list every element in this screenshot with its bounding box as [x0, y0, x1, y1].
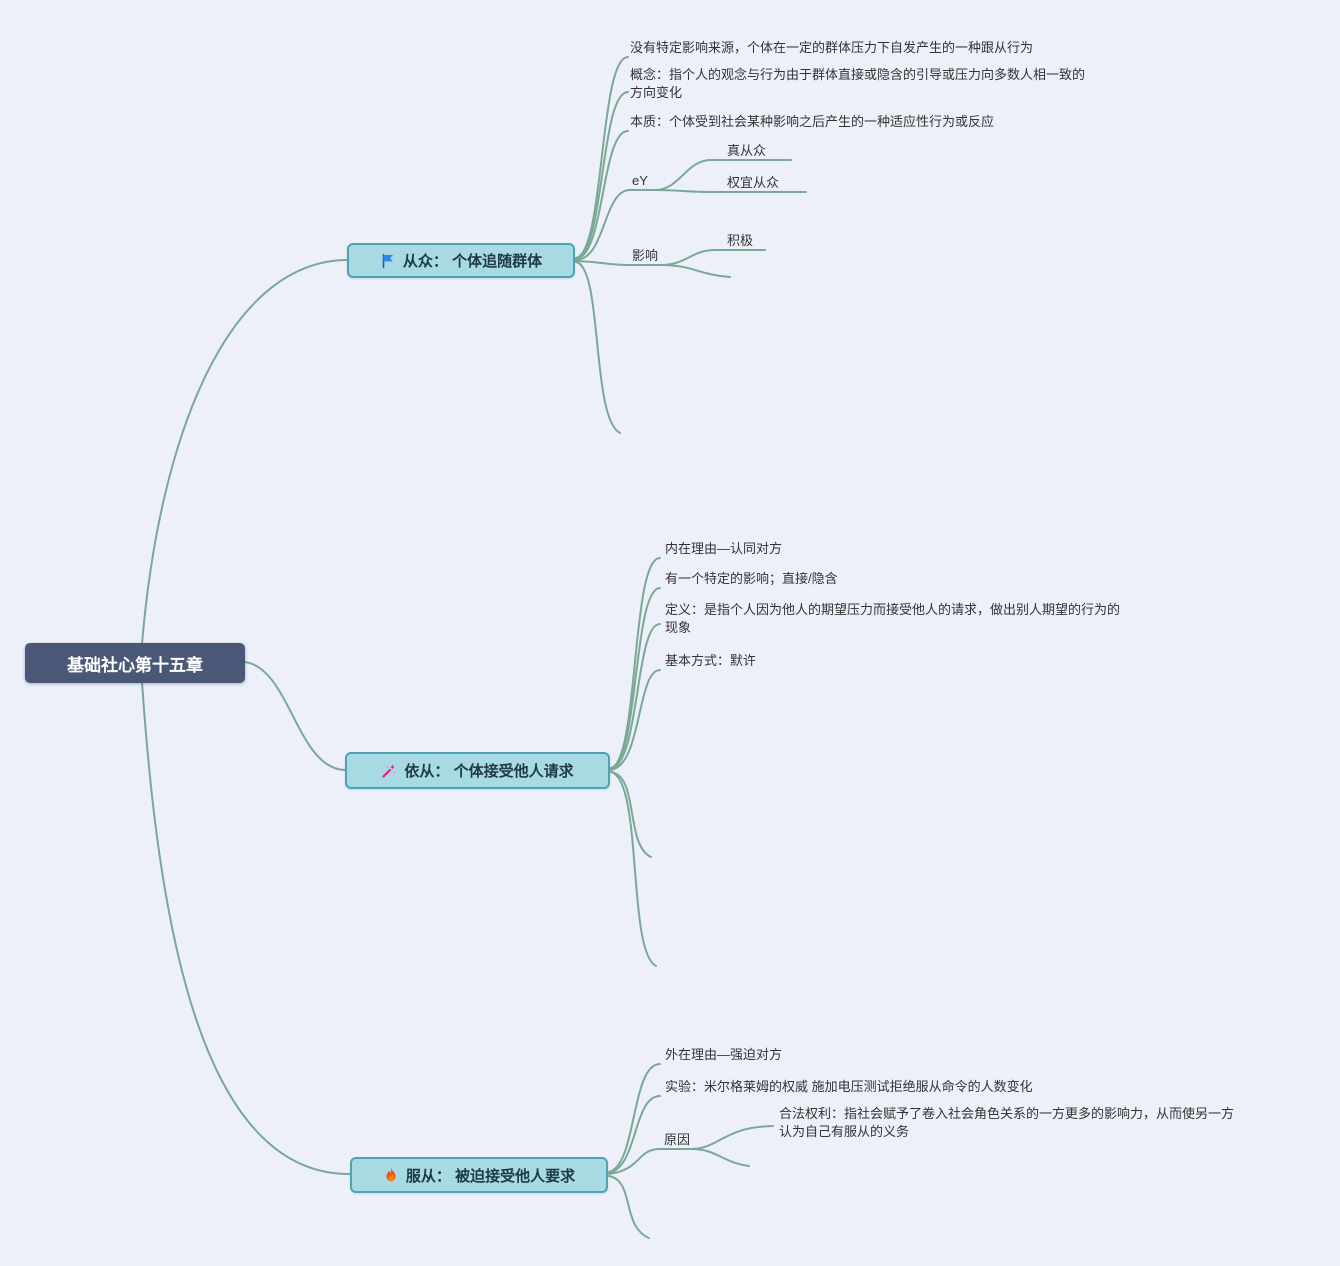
root-label: 基础社心第十五章: [67, 655, 203, 675]
link-obedience-external: [608, 1063, 661, 1173]
link-obedience-experiment: [608, 1095, 661, 1174]
note-compliance-specific-influence[interactable]: 有一个特定的影响；直接/隐含: [665, 571, 838, 586]
note-compliance-basic-way[interactable]: 基本方式：默许: [665, 653, 757, 668]
link-conformity-influence: [575, 260, 662, 266]
topic-conformity-label: 从众： 个体追随群体: [402, 253, 543, 270]
link-compliance-empty-2: [610, 771, 657, 967]
link-compliance-definition: [610, 623, 661, 770]
link-influence-empty: [660, 264, 731, 278]
node-reason[interactable]: 原因: [664, 1132, 691, 1147]
flag-icon: [382, 253, 393, 268]
note-obedience-experiment[interactable]: 实验：米尔格莱姆的权威 施加电压测试拒绝服从命令的人数变化: [665, 1079, 1033, 1094]
link-obedience-empty: [608, 1175, 650, 1239]
root-node[interactable]: 基础社心第十五章: [25, 643, 245, 683]
node-true-conformity[interactable]: 真从众: [727, 143, 767, 158]
node-positive[interactable]: 积极: [727, 233, 754, 248]
note-compliance-internal-reason[interactable]: 内在理由—认同对方: [665, 541, 783, 556]
note-conformity-source[interactable]: 没有特定影响来源，个体在一定的群体压力下自发产生的一种跟从行为: [630, 40, 1034, 55]
link-compliance-way: [610, 669, 661, 771]
link-compliance-influence: [610, 587, 661, 769]
node-influence[interactable]: 影响: [632, 248, 659, 263]
link-influence-positive: [660, 249, 766, 266]
topic-conformity[interactable]: 从众： 个体追随群体: [347, 243, 575, 278]
topic-compliance-label: 依从： 个体接受他人请求: [404, 763, 574, 780]
note-compliance-definition[interactable]: 定义：是指个人因为他人的期望压力而接受他人的请求，做出别人期望的行为的现象: [665, 602, 1121, 635]
link-reason-empty: [690, 1148, 750, 1167]
link-compliance-internal: [610, 557, 661, 769]
note-conformity-essence[interactable]: 本质：个体受到社会某种影响之后产生的一种适应性行为或反应: [630, 114, 995, 129]
link-root-obedience: [141, 681, 351, 1176]
note-conformity-concept[interactable]: 概念：指个人的观念与行为由于群体直接或隐含的引导或压力向多数人相一致的方向变化: [630, 67, 1086, 100]
link-obedience-reason: [608, 1148, 692, 1175]
link-conformity-ey: [575, 189, 656, 261]
node-expedient-conformity[interactable]: 权宜从众: [727, 175, 780, 190]
topic-compliance[interactable]: 依从： 个体接受他人请求: [345, 752, 610, 789]
note-legal-right[interactable]: 合法权利：指社会赋予了卷入社会角色关系的一方更多的影响力，从而使另一方认为自己有…: [779, 1106, 1235, 1139]
wand-icon: [382, 764, 397, 778]
link-reason-legal-right: [690, 1125, 774, 1150]
link-ey-expedient-conformity: [654, 189, 807, 193]
note-obedience-external-reason[interactable]: 外在理由—强迫对方: [665, 1047, 783, 1062]
flame-icon: [386, 1167, 396, 1182]
link-root-conformity: [141, 259, 348, 645]
topic-obedience-label: 服从： 被迫接受他人要求: [405, 1167, 576, 1185]
link-ey-true-conformity: [654, 159, 792, 191]
link-conformity-essence: [575, 130, 629, 260]
node-ey[interactable]: eY: [632, 173, 648, 188]
link-root-compliance: [244, 661, 346, 771]
topic-obedience[interactable]: 服从： 被迫接受他人要求: [350, 1157, 608, 1193]
link-conformity-concept: [575, 91, 629, 259]
link-conformity-empty: [575, 261, 621, 434]
link-compliance-empty-1: [610, 771, 652, 858]
